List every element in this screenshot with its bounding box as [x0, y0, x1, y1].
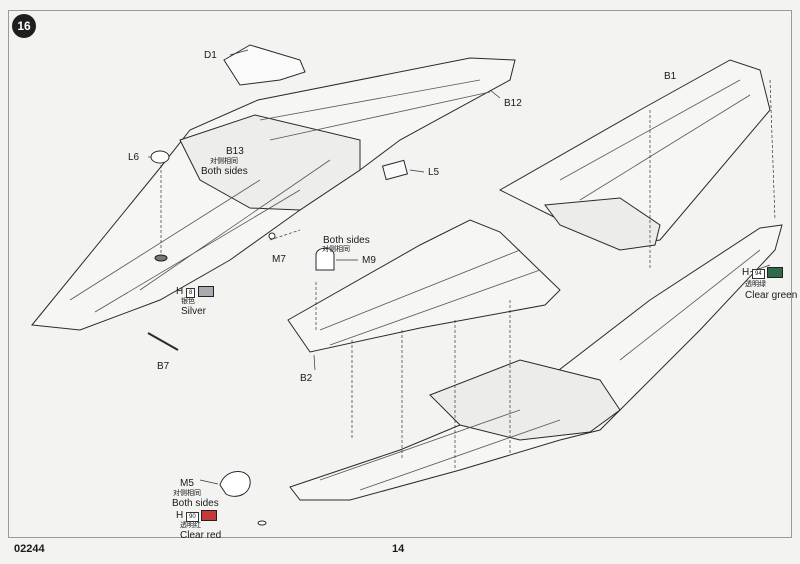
part-m5: [219, 471, 251, 497]
paint-clear-red-en: Clear red: [180, 530, 222, 541]
label-m5: M5: [180, 478, 194, 489]
part-b7: [147, 332, 179, 351]
swatch-clear-red: [201, 510, 218, 521]
label-b13: B13: [226, 146, 244, 157]
paint-code-clear-red: 90: [186, 512, 199, 523]
paint-clear-green-cn: 透明绿: [745, 281, 766, 288]
paint-silver: H 8: [176, 286, 215, 299]
paint-clear-red-cn: 透明红: [180, 522, 201, 529]
paint-silver-cn: 银色: [181, 298, 195, 305]
note-b13-en: Both sides: [201, 166, 248, 177]
right-wing-b1-flap: [544, 197, 661, 251]
left-wing-center-section: [179, 114, 361, 211]
label-d1: D1: [204, 50, 217, 61]
paint-clear-green-en: Clear green: [745, 290, 798, 301]
label-b12: B12: [504, 98, 522, 109]
note-m9-cn: 对侧相同: [322, 246, 350, 253]
part-m5-lens: [257, 520, 267, 526]
note-m5-cn: 对侧相同: [173, 490, 201, 497]
label-l6: L6: [128, 152, 140, 163]
paint-code-clear-green: 94: [752, 269, 765, 280]
swatch-silver: [198, 286, 215, 297]
paint-code-silver: 8: [186, 288, 196, 299]
swatch-clear-green: [767, 267, 784, 278]
light-silver-mark: [154, 254, 168, 262]
note-m9-en: Both sides: [323, 235, 370, 246]
product-code: 02244: [14, 543, 45, 555]
paint-clear-red: H 90: [176, 510, 218, 523]
note-m5-en: Both sides: [172, 498, 219, 509]
page-number: 14: [392, 543, 405, 555]
part-m9: [315, 247, 335, 271]
paint-clear-green: H 94: [742, 267, 784, 280]
label-b1: B1: [664, 71, 677, 82]
part-l5: [381, 159, 409, 181]
step-number-badge: 16: [12, 14, 36, 38]
label-m9: M9: [362, 255, 376, 266]
note-b13-cn: 对侧相同: [210, 158, 238, 165]
paint-key-clear-green: H: [742, 267, 750, 279]
lower-wing: [289, 224, 783, 501]
label-b7: B7: [157, 361, 170, 372]
paint-key-silver: H: [176, 286, 184, 298]
canopy-d1: [223, 44, 306, 86]
part-l6: [150, 150, 170, 164]
label-b2: B2: [300, 373, 313, 384]
middle-wing-b2: [287, 219, 561, 353]
label-m7: M7: [272, 254, 286, 265]
paint-key-clear-red: H: [176, 510, 184, 522]
paint-silver-en: Silver: [181, 306, 207, 317]
label-l5: L5: [428, 167, 440, 178]
page-frame: [8, 10, 792, 538]
part-m7: [268, 232, 276, 240]
